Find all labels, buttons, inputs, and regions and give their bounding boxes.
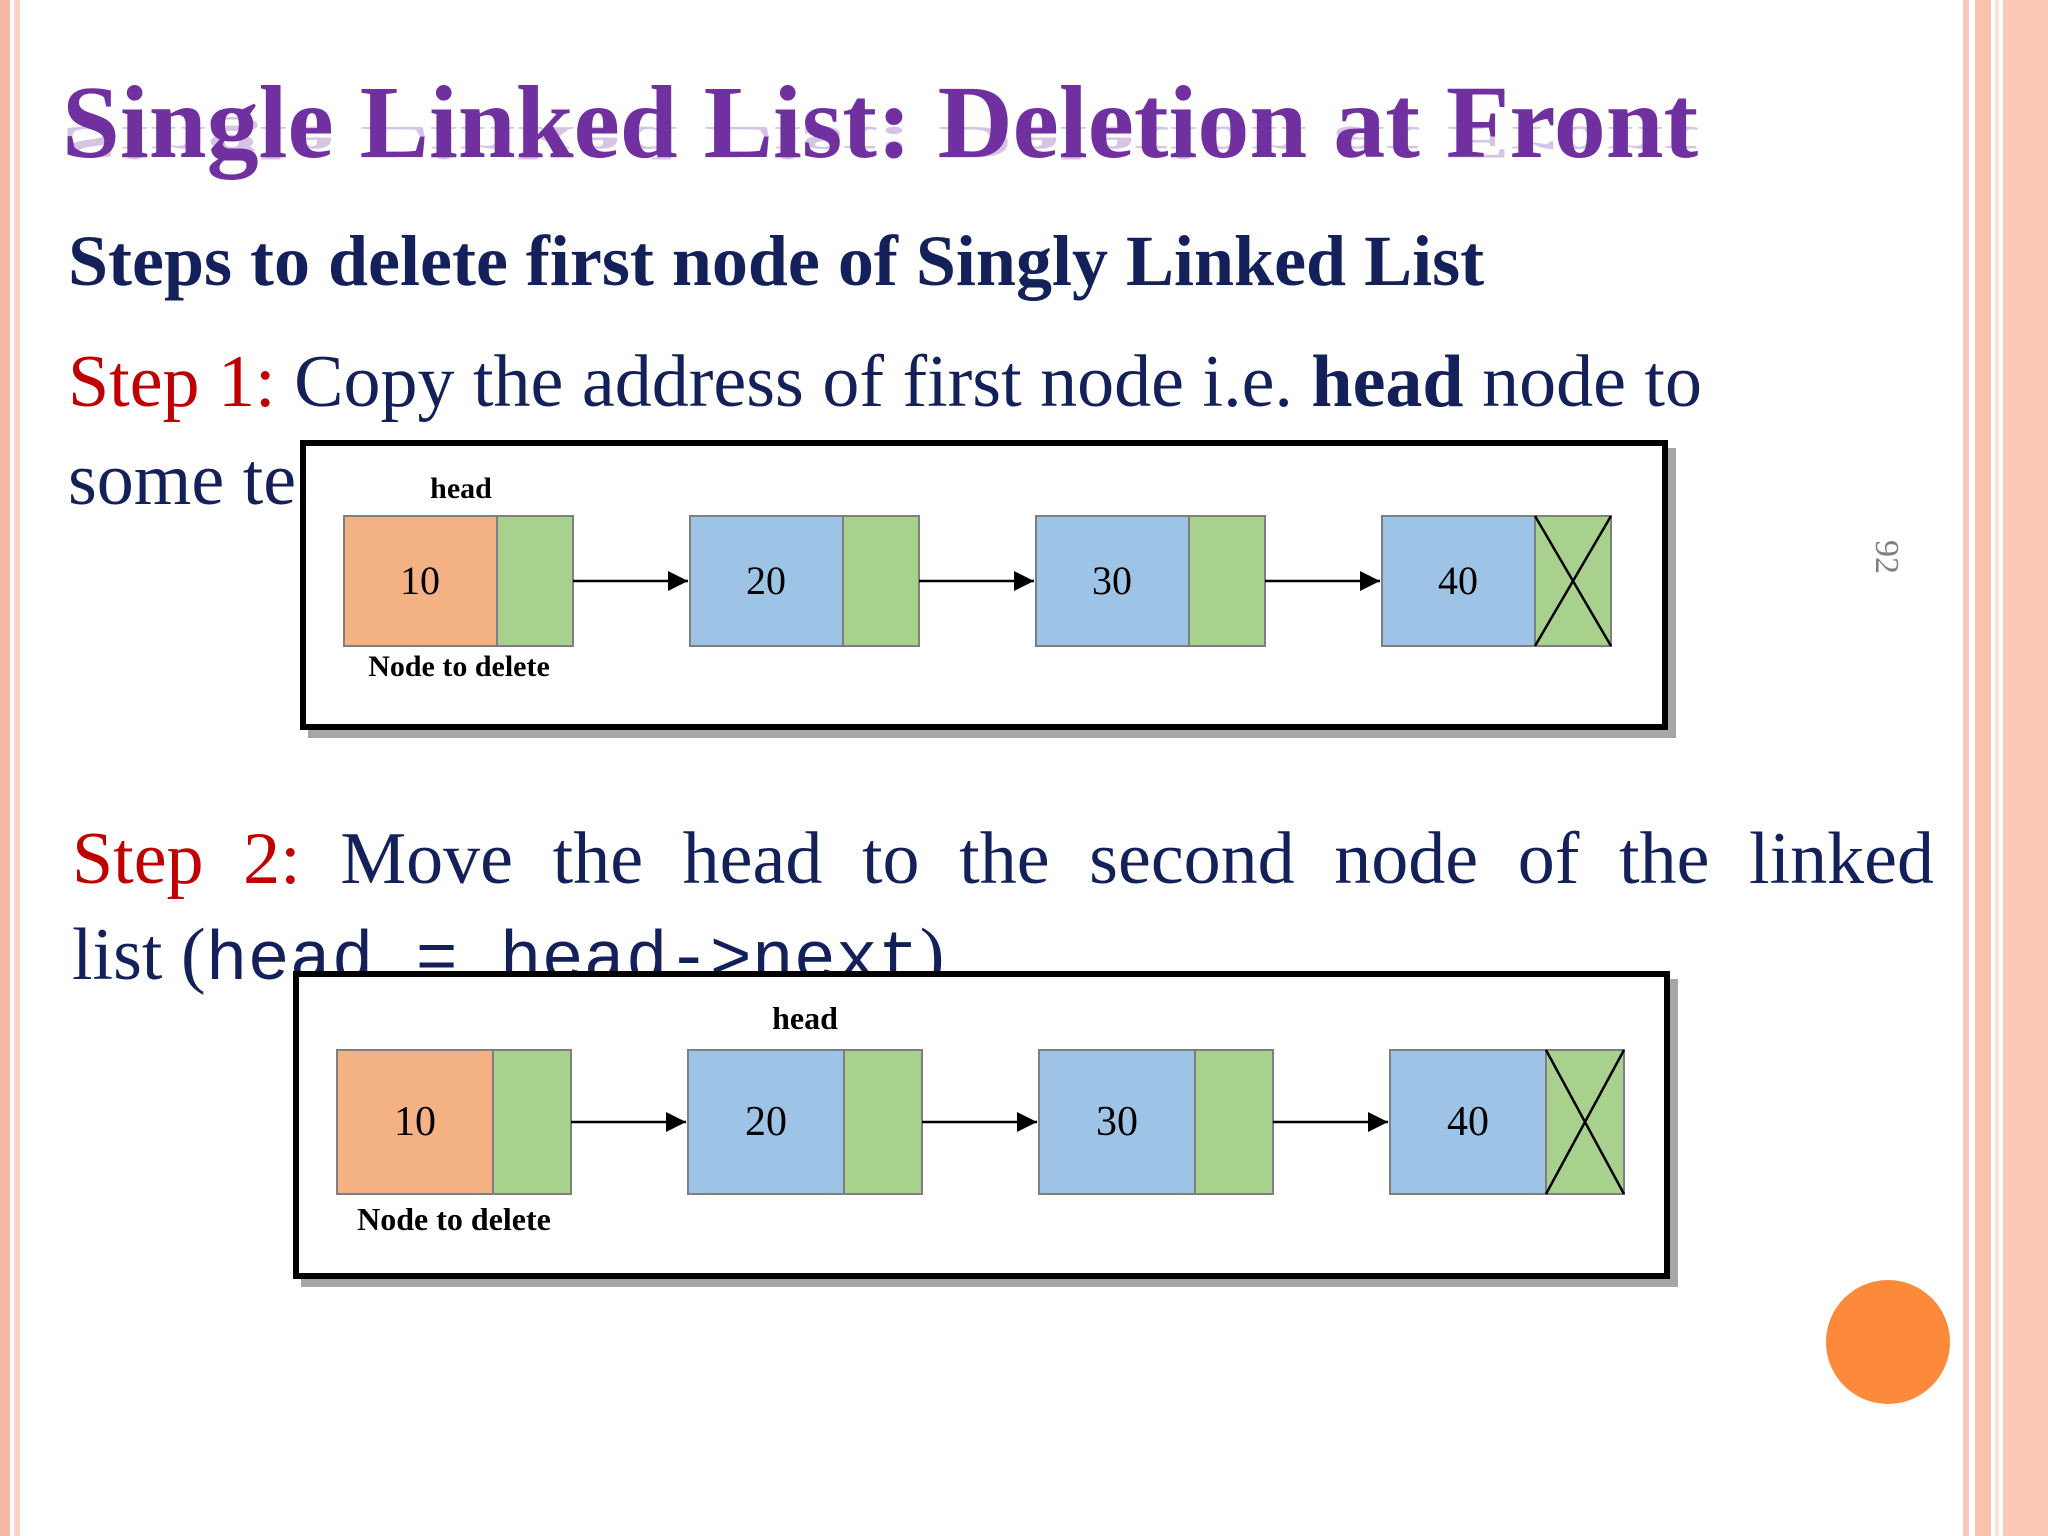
right-border-stripe <box>2003 0 2048 1536</box>
head-label: head <box>430 472 492 505</box>
step2-text-a: Move the head to the second node of the … <box>300 818 1935 900</box>
node-30-data <box>1038 1049 1196 1195</box>
node-value-40: 40 <box>1438 558 1478 603</box>
step1-text: Step 1: Copy the address of first node i… <box>68 345 1702 419</box>
node-value-20: 20 <box>746 558 786 603</box>
node-value-30: 30 <box>1092 558 1132 603</box>
node-value-40: 40 <box>1447 1099 1489 1145</box>
node-20-next <box>842 515 920 647</box>
node-10-next <box>496 515 574 647</box>
node-20-data <box>687 1049 845 1195</box>
step1-head-keyword: head <box>1311 341 1464 423</box>
step1-text-b: node to <box>1463 341 1702 423</box>
step1-text-a: Copy the address of first node i.e. <box>275 341 1312 423</box>
node-20-data <box>689 515 844 647</box>
node-10-data <box>343 515 498 647</box>
slide-subtitle: Steps to delete first node of Singly Lin… <box>68 221 1485 301</box>
node-30-data <box>1035 515 1190 647</box>
head-label: head <box>772 1000 838 1036</box>
delete-label: Node to delete <box>357 1201 551 1237</box>
node-20-next <box>843 1049 923 1195</box>
title-reflection: Single Linked List: Deletion at Front <box>62 116 1699 169</box>
right-border-stripe <box>1963 0 1969 1536</box>
orange-circle-decoration <box>1826 1280 1950 1404</box>
step1-label: Step 1: <box>68 341 276 423</box>
linked-list-diagram-1: head 10 20 30 40 Node to delete <box>343 472 1613 683</box>
slide-title: Single Linked List: Deletion at Front <box>62 65 1699 180</box>
diagram-step1: head 10 20 30 40 Node to delete <box>300 440 1668 730</box>
node-10-next <box>492 1049 572 1195</box>
page-number: 92 <box>1868 540 1905 574</box>
left-border-stripe <box>14 0 20 1536</box>
delete-label: Node to delete <box>368 650 550 683</box>
right-border-stripe <box>1995 0 1999 1536</box>
null-cross-icon <box>1544 1049 1626 1195</box>
step2-text: Step 2: Move the head to the second node… <box>72 822 1934 896</box>
diagram-step2: head 10 20 30 40 Node to delete <box>293 971 1670 1279</box>
node-40-data <box>1381 515 1536 647</box>
node-value-10: 10 <box>400 558 440 603</box>
step1-text-line2: some te <box>68 439 297 521</box>
step2-label: Step 2: <box>72 818 301 900</box>
node-value-20: 20 <box>745 1099 787 1145</box>
right-border-stripe <box>1975 0 1991 1536</box>
node-40-data <box>1389 1049 1547 1195</box>
left-border-stripe <box>0 0 10 1536</box>
node-value-10: 10 <box>394 1099 436 1145</box>
linked-list-diagram-2: head 10 20 30 40 Node to delete <box>336 1000 1626 1237</box>
step2-text-b: list ( <box>72 914 206 996</box>
node-30-next <box>1194 1049 1274 1195</box>
node-10-data <box>336 1049 494 1195</box>
node-30-next <box>1188 515 1266 647</box>
node-value-30: 30 <box>1096 1099 1138 1145</box>
null-cross-icon <box>1533 515 1613 647</box>
